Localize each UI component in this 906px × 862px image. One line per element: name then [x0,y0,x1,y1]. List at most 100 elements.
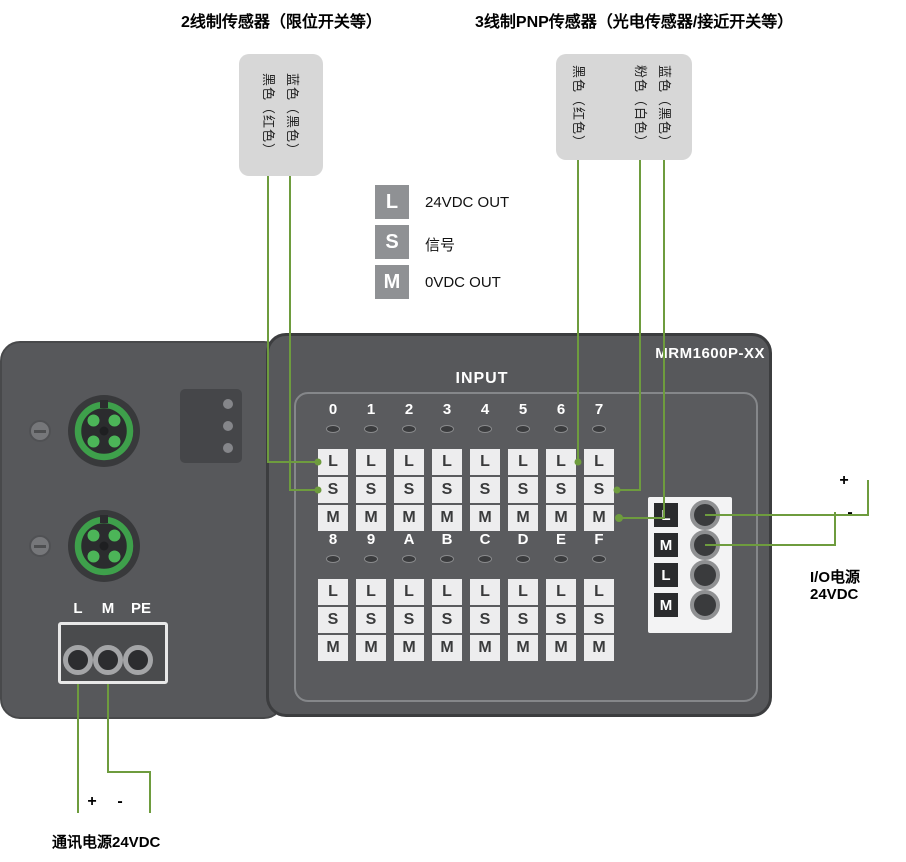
comm-power-label: 通讯电源24VDC [52,834,161,851]
terminal-cell-S: S [432,477,462,503]
terminal-cell-L: L [470,449,500,475]
terminal-cell-S: S [394,607,424,633]
legend-desc-L: 24VDC OUT [425,194,510,211]
channel-label: F [594,531,604,548]
terminal-cell-S: S [470,607,500,633]
channel-led-indicator [516,555,530,563]
io-power-label-line2: 24VDC [810,586,859,603]
channel-led-indicator [440,425,454,433]
model-number: MRM1600P-XX [655,345,765,362]
terminal-cell-M: M [318,635,348,661]
channel-label: 9 [366,531,376,548]
terminal-cell-L: L [432,579,462,605]
channel-led-indicator [440,555,454,563]
terminal-cell-M: M [584,635,614,661]
terminal-cell-S: S [546,607,576,633]
sensor-3wire-box: 黑色（红色） 粉色（白色） 蓝色（黑色） [556,54,692,160]
comm-terminal-label: PE [130,600,151,617]
channel-led-indicator [478,425,492,433]
sensor2-title: 2线制传感器（限位开关等） [181,14,382,31]
power-terminal-label: L [654,503,678,527]
terminal-cell-L: L [318,449,348,475]
channel-led-indicator [554,555,568,563]
legend-key-L: L [375,185,409,219]
terminal-cell-M: M [584,505,614,531]
channel-label: 0 [328,401,338,418]
channel-label: 2 [404,401,414,418]
terminal-cell-S: S [394,477,424,503]
terminal-cell-S: S [584,607,614,633]
terminal-cell-M: M [432,505,462,531]
terminal-cell-S: S [584,477,614,503]
terminal-cell-M: M [508,635,538,661]
m12-connector-icon [68,510,140,582]
terminal-cell-L: L [394,449,424,475]
power-terminal-screw [690,530,720,560]
power-terminal-label: M [654,533,678,557]
wire-color-label: 黑色（红色） [261,72,276,157]
channel-led-indicator [478,555,492,563]
terminal-cell-L: L [584,579,614,605]
comm-minus-mark: - [117,793,123,810]
status-led-icon [223,421,233,431]
terminal-cell-M: M [432,635,462,661]
power-terminal-screw [690,590,720,620]
channel-led-indicator [326,425,340,433]
terminal-cell-S: S [318,607,348,633]
channel-led-indicator [326,555,340,563]
terminal-cell-L: L [470,579,500,605]
channel-led-indicator [364,555,378,563]
sensor3-title: 3线制PNP传感器（光电传感器/接近开关等） [475,14,794,31]
io-minus-mark: - [847,504,853,521]
m12-connector-icon [68,395,140,467]
terminal-cell-L: L [432,449,462,475]
comm-terminal-screw [123,645,153,675]
channel-led-indicator [592,555,606,563]
channel-label: 6 [556,401,566,418]
channel-led-indicator [554,425,568,433]
terminal-cell-M: M [318,505,348,531]
sensor-2wire-box: 黑色（红色） 蓝色（黑色） [239,54,323,176]
mounting-screw-icon [29,535,51,557]
comm-plus-mark: + [87,793,97,810]
wire-color-label: 蓝色（黑色） [657,64,672,149]
channel-label: E [555,531,566,548]
channel-led-indicator [402,425,416,433]
input-section-label: INPUT [455,370,509,387]
wire-color-label: 粉色（白色） [633,64,648,149]
power-terminal-label: L [654,563,678,587]
status-led-icon [223,399,233,409]
legend-key-M: M [375,265,409,299]
terminal-cell-L: L [356,579,386,605]
terminal-cell-L: L [508,449,538,475]
terminal-cell-L: L [546,579,576,605]
terminal-cell-M: M [546,505,576,531]
comm-terminal-label: M [101,600,115,617]
comm-terminal-label: L [73,600,83,617]
terminal-cell-M: M [394,635,424,661]
terminal-cell-S: S [508,477,538,503]
io-plus-mark: + [839,472,849,489]
power-terminal-screw [690,560,720,590]
terminal-cell-M: M [508,505,538,531]
status-led-icon [223,443,233,453]
terminal-cell-S: S [432,607,462,633]
channel-led-indicator [364,425,378,433]
comm-terminal-screw [63,645,93,675]
terminal-cell-S: S [470,477,500,503]
terminal-cell-S: S [356,607,386,633]
terminal-cell-S: S [508,607,538,633]
mounting-screw-icon [29,420,51,442]
channel-led-indicator [402,555,416,563]
channel-label: 1 [366,401,376,418]
terminal-cell-M: M [470,505,500,531]
terminal-cell-L: L [508,579,538,605]
terminal-cell-L: L [356,449,386,475]
terminal-cell-L: L [546,449,576,475]
channel-label: 4 [480,401,490,418]
comm-terminal-screw [93,645,123,675]
